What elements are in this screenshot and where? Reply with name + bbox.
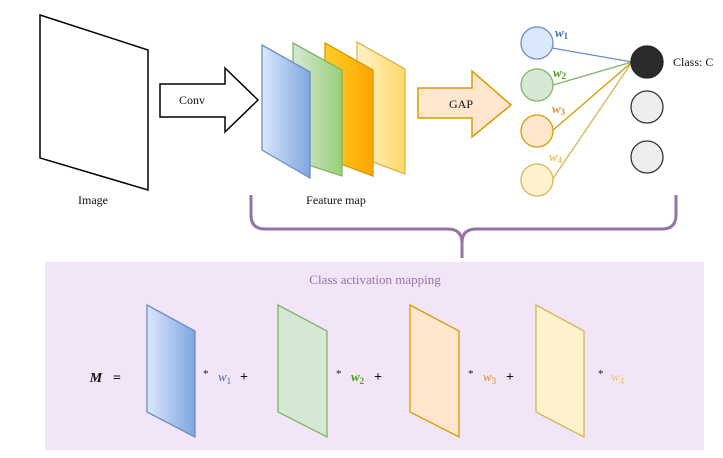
conv-arrow	[159, 66, 260, 134]
weight-label-3: w3	[552, 101, 566, 117]
neuron-3	[520, 114, 554, 148]
feature-map-label: Feature map	[306, 193, 366, 207]
cam-lhs: M	[89, 371, 103, 386]
cam-weight-4: w4	[611, 369, 625, 386]
feature-map-blue	[261, 43, 311, 180]
class-label: Class: C	[673, 55, 713, 69]
cam-map-orange	[409, 303, 460, 439]
cam-panel	[45, 262, 704, 450]
times-1: *	[203, 368, 209, 380]
cam-map-blue	[146, 303, 196, 439]
conv-label: Conv	[179, 93, 205, 107]
cam-weight-2: w2	[351, 369, 365, 386]
weight-label-4: w4	[549, 149, 563, 165]
connection-w1	[551, 47, 633, 63]
times-2: *	[336, 368, 342, 380]
gap-label: GAP	[449, 97, 473, 111]
weight-label-2: w2	[553, 65, 567, 81]
cam-map-green	[277, 303, 328, 439]
times-4: *	[598, 368, 604, 380]
output-neuron-3	[630, 140, 664, 174]
weight-label-1: w1	[555, 25, 569, 41]
connection-w2	[552, 61, 633, 86]
image-label: Image	[78, 193, 108, 207]
times-3: *	[468, 368, 474, 380]
plus-1: +	[240, 370, 248, 385]
gap-arrow	[417, 69, 513, 139]
cam-map-yellow	[535, 303, 585, 439]
neuron-4	[520, 163, 554, 197]
cam-weight-1: w1	[218, 369, 231, 386]
input-image-shape	[39, 13, 149, 192]
connection-w4	[551, 61, 633, 181]
connection-w3	[551, 61, 633, 132]
cam-weight-3: w3	[483, 369, 497, 386]
plus-3: +	[506, 370, 514, 385]
cam-equals: =	[113, 371, 121, 386]
cam-title: Class activation mapping	[309, 272, 441, 287]
output-neuron-class-c	[630, 45, 664, 79]
curly-bracket	[249, 195, 678, 258]
neuron-1	[520, 26, 554, 60]
output-neuron-2	[630, 90, 664, 124]
neuron-2	[520, 68, 554, 102]
plus-2: +	[374, 370, 382, 385]
